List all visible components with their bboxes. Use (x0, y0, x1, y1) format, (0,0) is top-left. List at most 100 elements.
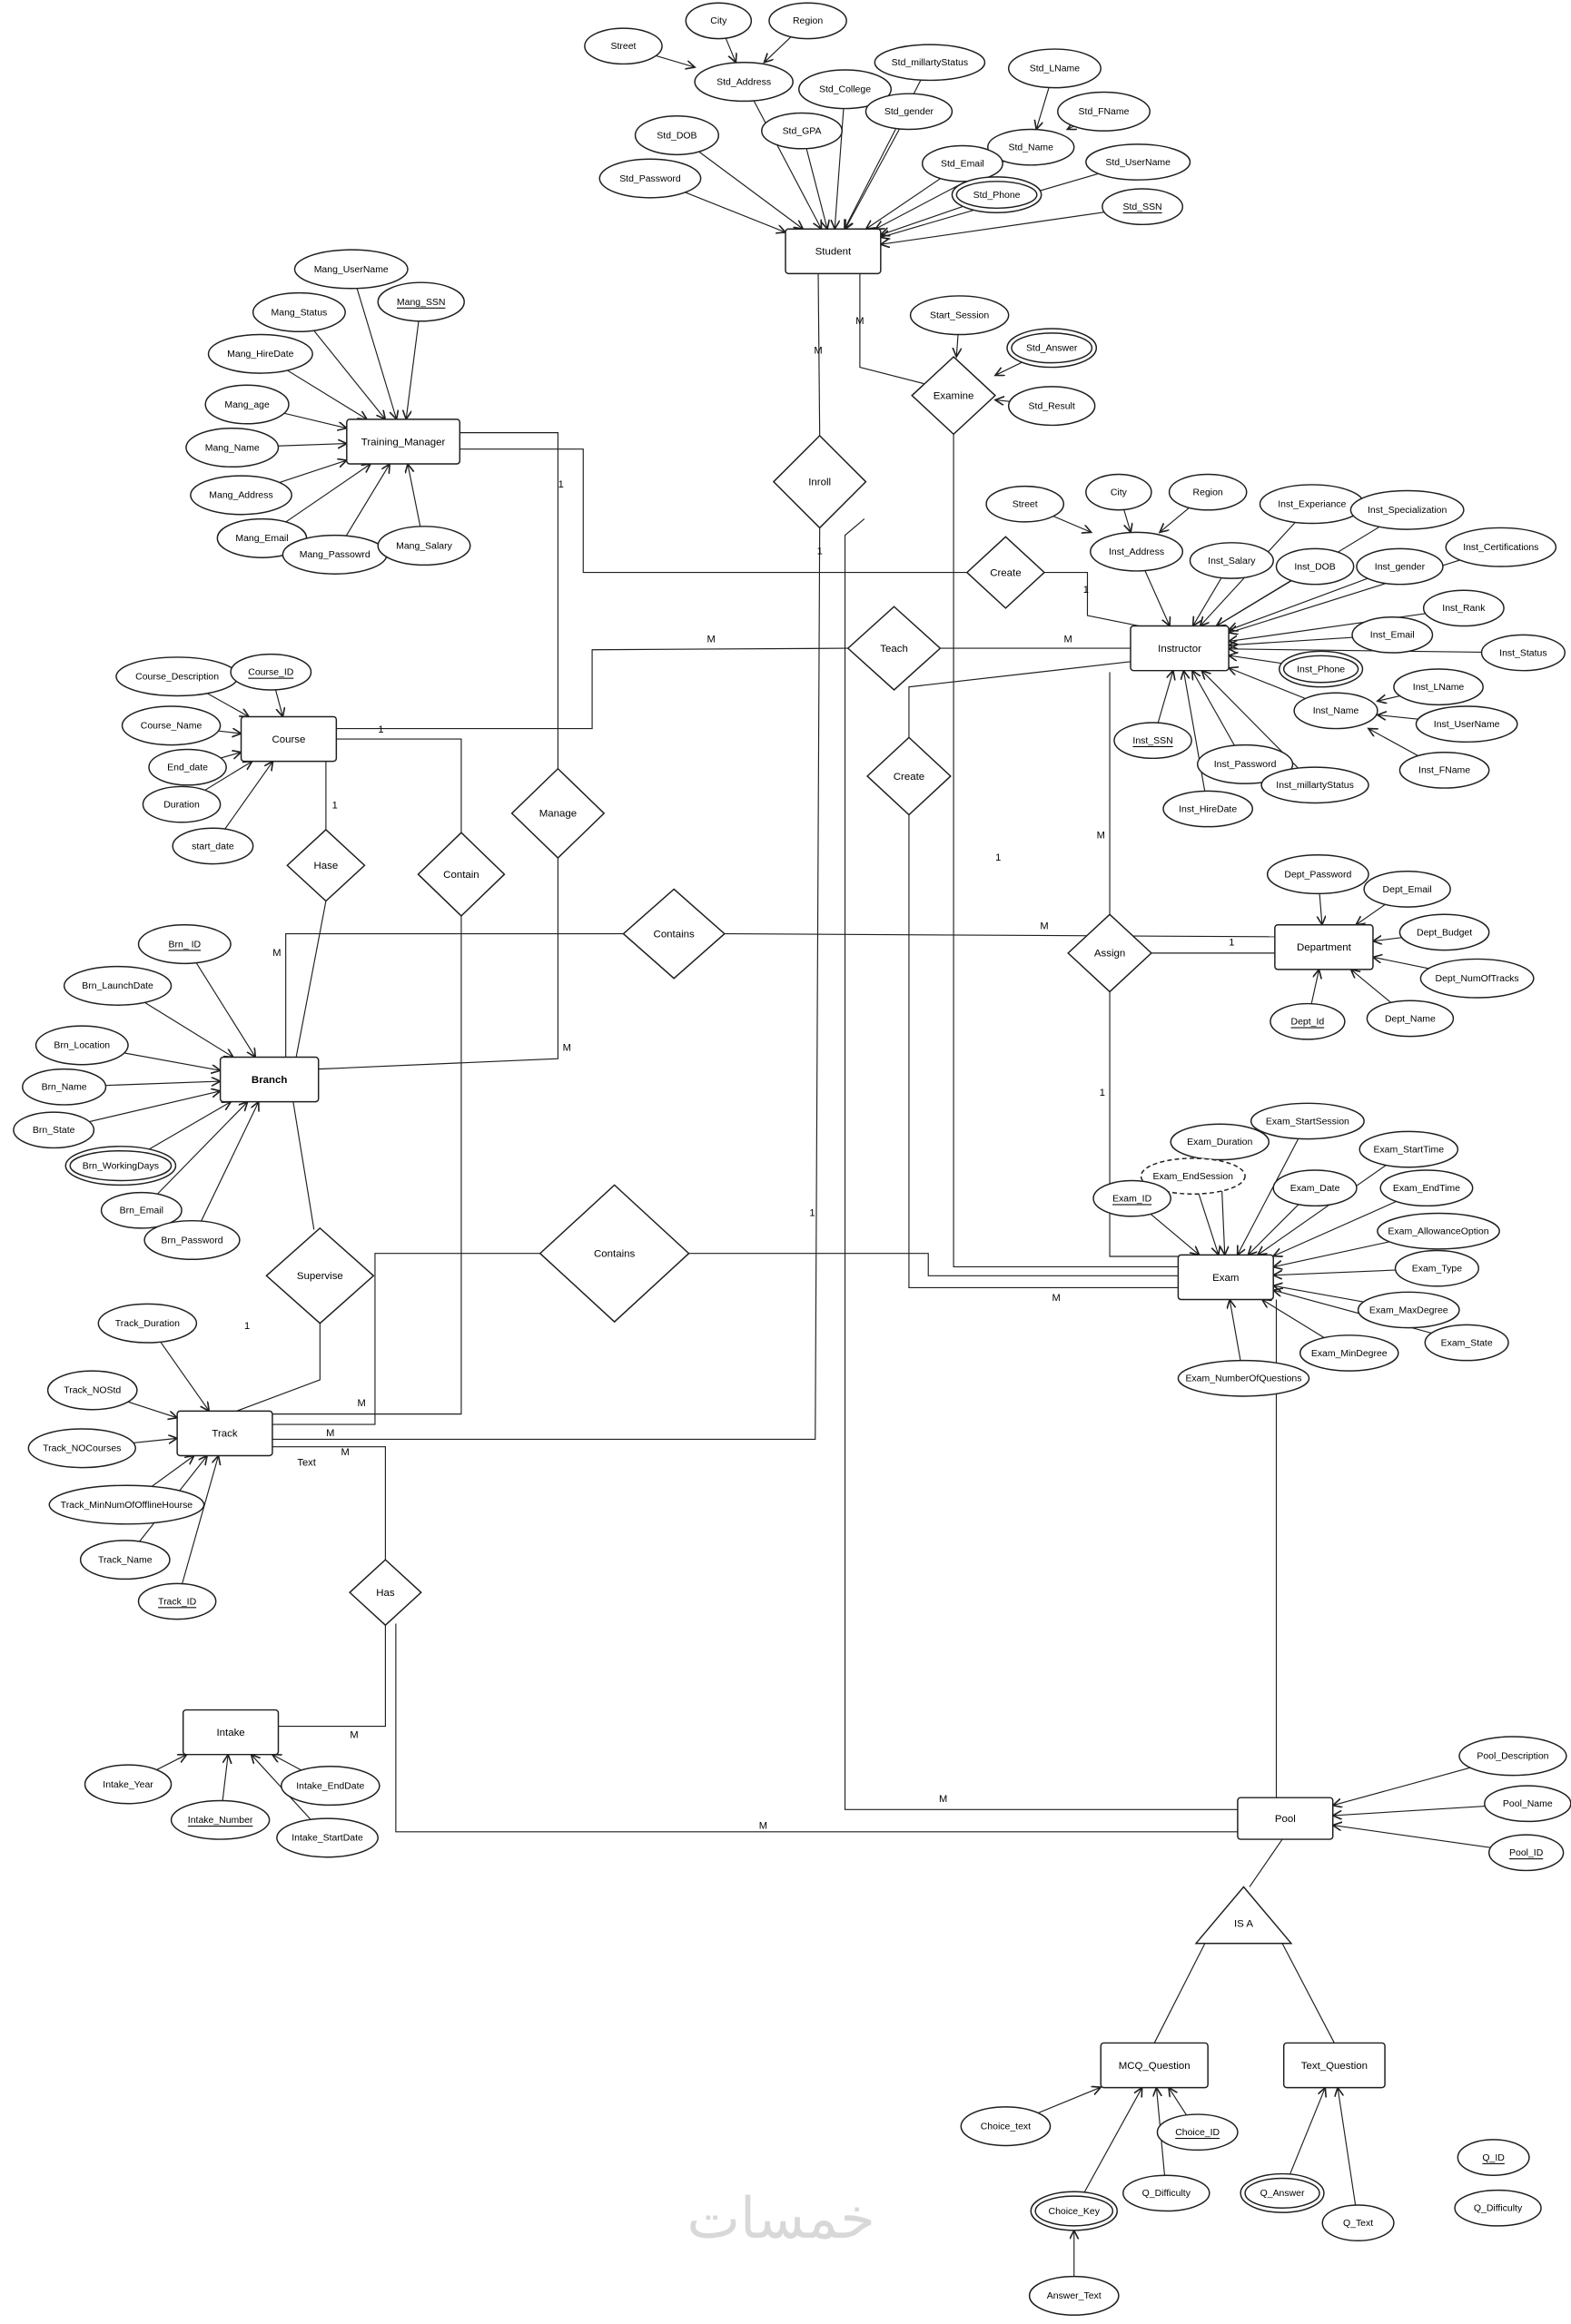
relationship-edge (1249, 1838, 1283, 1887)
attribute-label: Street (611, 42, 637, 52)
attribute-label: Inst_Specialization (1368, 506, 1447, 516)
attribute-exam_state: Exam_State (1424, 1324, 1509, 1362)
attribute-ellipse (142, 785, 222, 823)
relationship-hase: Hase (286, 828, 366, 902)
attribute-label: City (710, 16, 727, 26)
relationship-edge (236, 1323, 321, 1412)
entity-label: Pool (1275, 1814, 1296, 1825)
attribute-dept_name: Dept_Name (1366, 1000, 1455, 1038)
attribute-exam_mindegree: Exam_MinDegree (1299, 1334, 1399, 1372)
attribute-inst_dob: Inst_DOB (1275, 547, 1355, 586)
attribute-ellipse (1457, 2139, 1530, 2176)
attribute-choice_key: Choice_Key (1030, 2191, 1118, 2231)
attribute-label: Choice_text (981, 2122, 1031, 2132)
attribute-inst_ssn: Inst_SSN (1113, 722, 1192, 760)
attribute-pool_description: Pool_Description (1458, 1736, 1567, 1777)
attribute-ellipse (143, 1219, 241, 1261)
attribute-q_answer: Q_Answer (1240, 2172, 1325, 2213)
attribute-std_millartystatus: Std_millartyStatus (874, 44, 986, 82)
attribute-ellipse (694, 62, 794, 103)
attribute-ellipse (63, 965, 173, 1006)
attribute-label: Inst_Address (1109, 547, 1164, 557)
attribute-label: Inst_UserName (1434, 720, 1500, 730)
attribute-ellipse (293, 249, 409, 290)
entity-box (219, 1056, 320, 1103)
attribute-inst_hiredate: Inst_HireDate (1162, 790, 1254, 828)
entity-label: Course (272, 734, 305, 745)
relationship-label: Contain (443, 870, 479, 881)
entity-label: Department (1297, 942, 1352, 953)
attribute-label: Pool_Description (1477, 1752, 1548, 1762)
attribute-label: Std_SSN (1123, 202, 1162, 212)
attribute-edge (141, 1102, 248, 1211)
attribute-label: Mang_Salary (396, 541, 452, 551)
entity-label: Branch (252, 1075, 287, 1086)
attribute-ellipse (79, 1540, 171, 1581)
attribute-ellipse (921, 144, 1003, 182)
relationship-label: Contains (654, 929, 695, 940)
attribute-inst_username: Inst_UserName (1415, 705, 1518, 743)
cardinality-label: M (814, 346, 822, 357)
attribute-label: Inst_gender (1375, 562, 1426, 572)
attribute-start_session: Start_Session (909, 295, 1010, 336)
attribute-ellipse (1398, 752, 1490, 789)
attribute-label: Start_Session (930, 311, 989, 321)
attribute-ellipse (1156, 2113, 1239, 2152)
attribute-std_gender: Std_gender (865, 93, 953, 131)
attribute-label: Std_Address (716, 77, 771, 87)
relationship-label: Examine (934, 390, 974, 401)
attribute-ellipse (35, 1025, 129, 1066)
attribute-label: Dept_Password (1284, 870, 1351, 880)
attribute-std_password: Std_Password (598, 158, 702, 199)
attribute-ellipse (598, 158, 702, 199)
attribute-label: Track_NOCourses (43, 1444, 121, 1454)
relationship-label: Manage (539, 809, 577, 820)
attribute-edge (845, 62, 931, 229)
entity-label: MCQ_Question (1119, 2061, 1191, 2072)
relationship-diamond (1067, 913, 1153, 993)
cardinality-label: M (350, 1729, 358, 1740)
entity-label: Student (815, 247, 852, 258)
attribute-ellipse (874, 44, 986, 82)
attribute-start_date: start_date (172, 827, 254, 865)
relationship-label: Has (376, 1588, 395, 1599)
relationship-inroll: Inroll (772, 434, 867, 529)
attribute-ellipse (1177, 1359, 1310, 1397)
attribute-ellipse (1377, 1212, 1500, 1250)
relationship-edge (336, 738, 462, 833)
attribute-ellipse (48, 1484, 205, 1525)
relationship-diamond (846, 606, 942, 691)
attribute-ellipse (97, 1303, 198, 1344)
attribute-inst_status: Inst_Status (1480, 634, 1566, 672)
attribute-q_difficulty_m: Q_Difficulty (1122, 2174, 1210, 2212)
cardinality-label: M (1064, 634, 1072, 645)
relationship-contains1: Contains (622, 888, 726, 980)
attribute-brn_workingdays: Brn_WorkingDays (64, 1146, 177, 1187)
attribute-label: Brn_WorkingDays (83, 1161, 159, 1171)
attribute-label: Street (1013, 500, 1038, 510)
attribute-exam_date: Exam_Date (1272, 1169, 1358, 1207)
entity-box (1237, 1797, 1334, 1840)
cardinality-label: M (272, 948, 281, 959)
attribute-inner-ellipse (955, 181, 1038, 210)
cardinality-label: 1 (995, 852, 1001, 863)
attribute-inner-ellipse (1244, 2177, 1320, 2209)
attribute-inst_gender: Inst_gender (1356, 547, 1444, 586)
attribute-label: Q_Difficulty (1142, 2189, 1191, 2199)
relationship-edge (295, 901, 327, 1058)
entity-box (785, 228, 882, 275)
attribute-label: End_date (167, 763, 208, 773)
attribute-ellipse (377, 526, 471, 566)
attribute-edge (1238, 1120, 1309, 1255)
attribute-dept_password: Dept_Password (1266, 854, 1369, 895)
attribute-ellipse (1366, 1000, 1455, 1038)
attribute-label: Dept_Name (1385, 1014, 1436, 1024)
attribute-ellipse (190, 475, 292, 516)
attribute-mang_passowrd: Mang_Passowrd (282, 534, 388, 575)
attribute-brn_password: Brn_Password (143, 1219, 241, 1261)
attribute-label: City (1111, 487, 1128, 497)
attribute-mang_hiredate: Mang_HireDate (207, 333, 313, 374)
attribute-label: Exam_MinDegree (1311, 1349, 1388, 1359)
cardinality-label: M (563, 1043, 571, 1054)
attribute-exam_endsession: Exam_EndSession (1140, 1157, 1246, 1195)
